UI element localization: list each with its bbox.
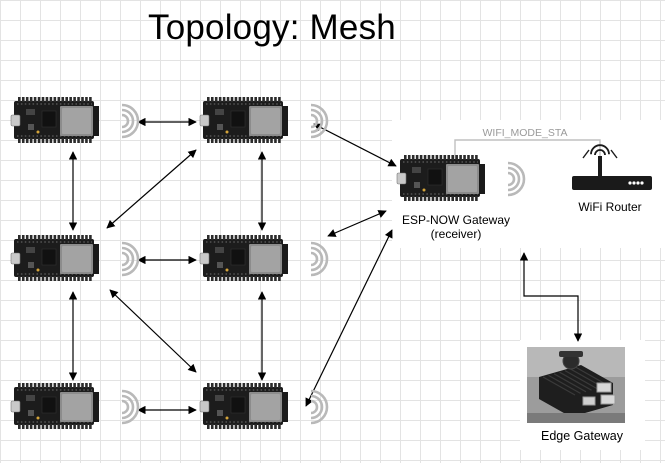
esp32-board-icon [10, 383, 99, 429]
diagram-title: Topology: Mesh [148, 8, 396, 47]
gateway-sublabel: (receiver) [430, 227, 482, 241]
esp32-board-icon [10, 97, 99, 143]
wifi-signal-icon [121, 241, 140, 277]
router-label: WiFi Router [578, 200, 642, 214]
connection-arrow [305, 229, 393, 407]
esp32-board-icon [199, 235, 288, 281]
gateway-label: ESP-NOW Gateway [401, 213, 511, 227]
wifi-signal-icon [310, 389, 329, 425]
wifi-signal-icon [121, 389, 140, 425]
esp32-board-icon [10, 235, 99, 281]
edge-connection-arrow [519, 252, 583, 342]
edge-gateway-icon [527, 347, 625, 423]
wifi-signal-icon [310, 103, 329, 139]
wifi-router-icon [572, 144, 652, 190]
connection-arrow [327, 210, 387, 237]
connection-arrow [106, 149, 197, 229]
edge-gateway-label: Edge Gateway [541, 429, 623, 443]
esp32-board-icon [199, 97, 288, 143]
esp32-board-icon [396, 155, 485, 201]
wifi-signal-icon [310, 241, 329, 277]
wifi-signal-icon [121, 103, 140, 139]
connection-arrow [109, 289, 197, 373]
sta-connection-line [454, 139, 601, 168]
esp32-board-icon [199, 383, 288, 429]
connection-arrow [313, 123, 397, 167]
wifi-mode-label: WIFI_MODE_STA [482, 127, 568, 139]
wifi-signal-icon [507, 161, 526, 197]
